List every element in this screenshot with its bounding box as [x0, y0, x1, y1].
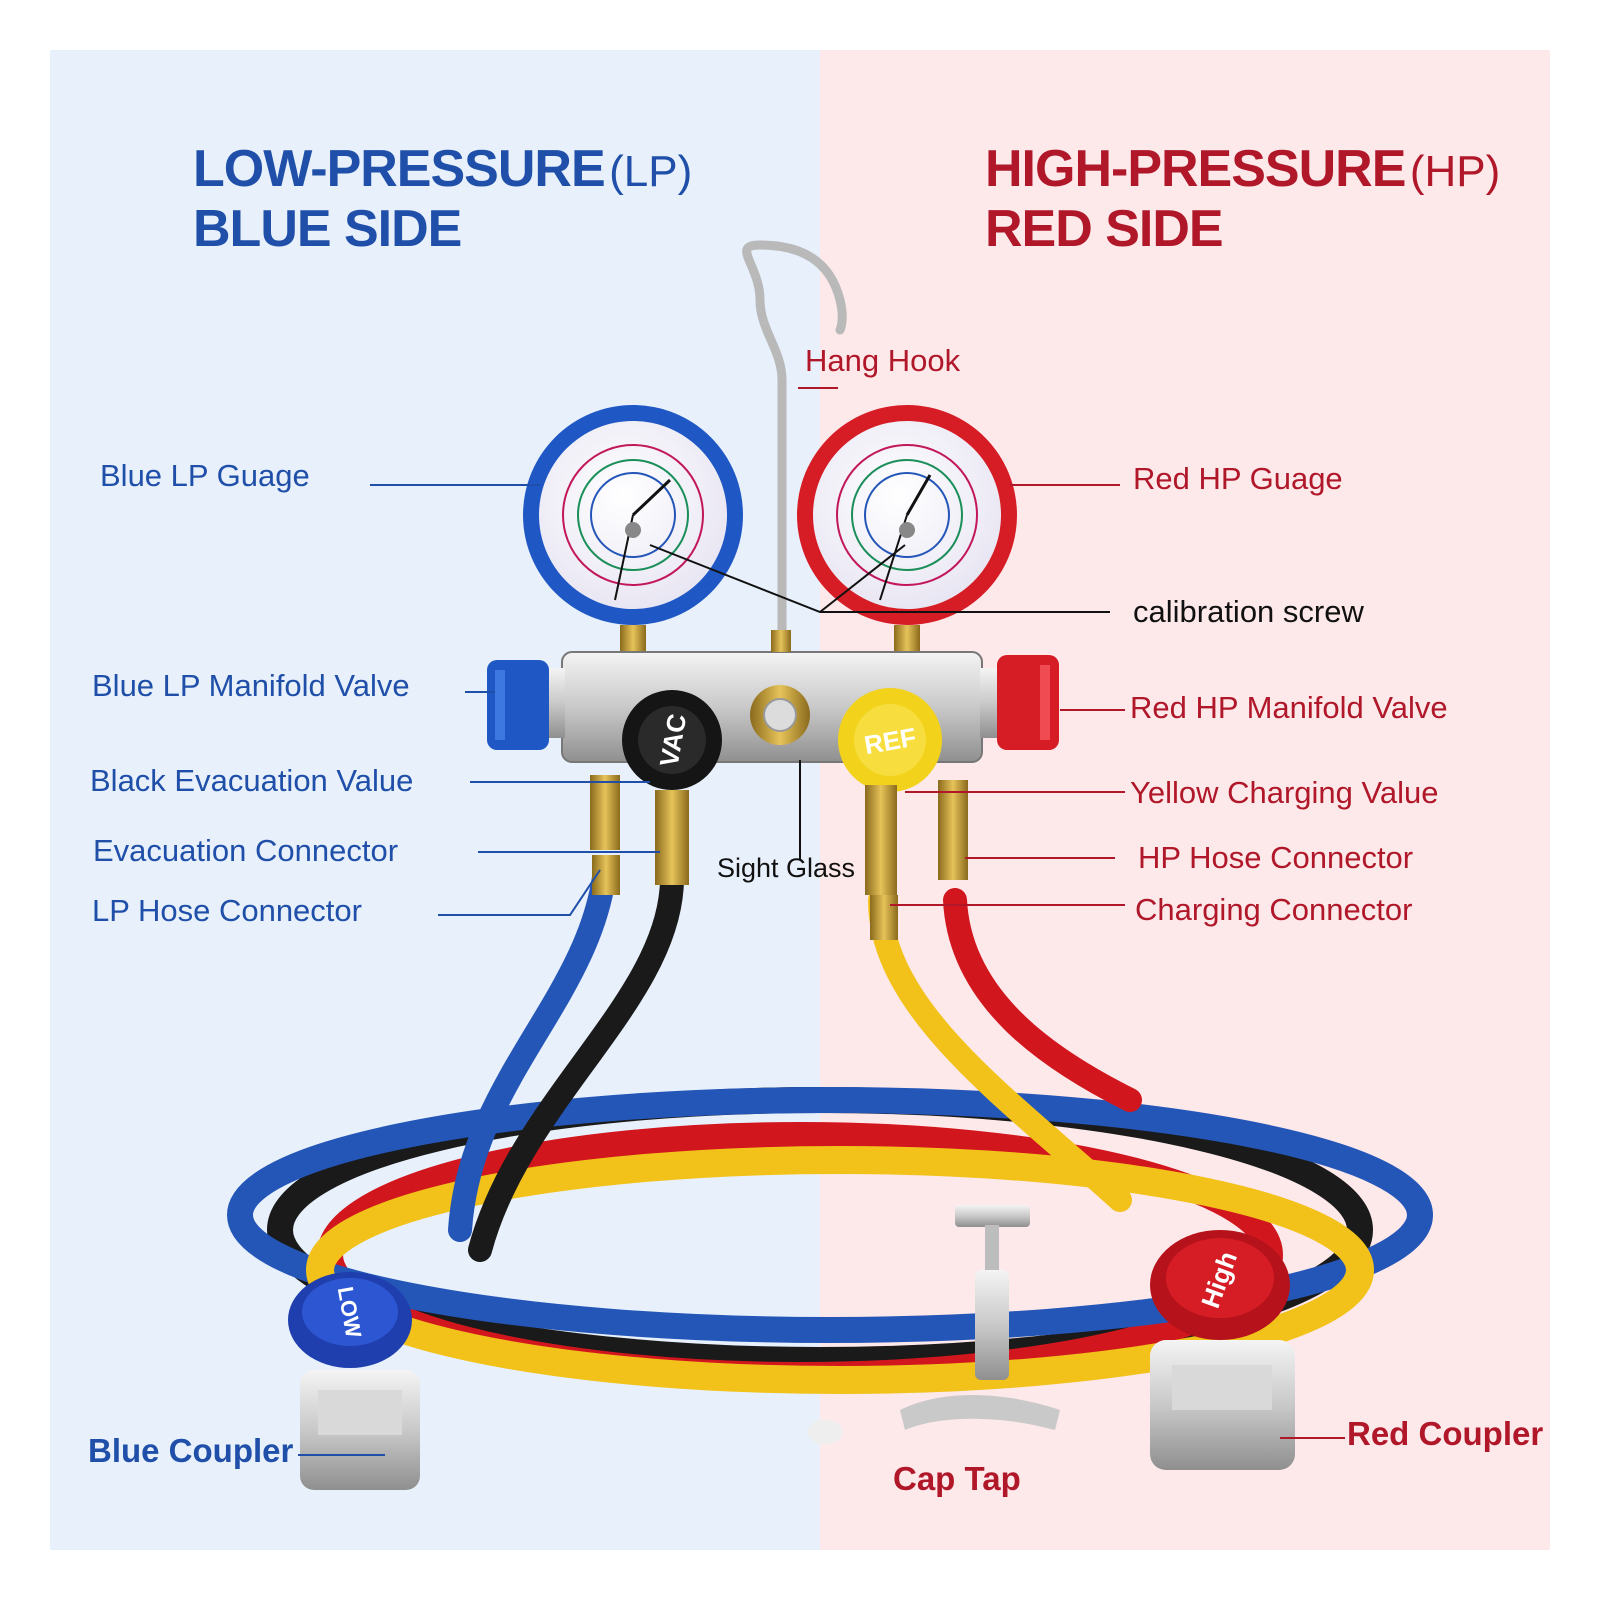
label-red-coupler: Red Coupler — [1347, 1415, 1544, 1452]
black-hose — [468, 868, 684, 1262]
blue-lp-gauge — [523, 405, 743, 653]
evacuation-port — [655, 790, 689, 885]
red-calibration-screw — [899, 522, 915, 538]
label-charging-connector: Charging Connector — [1135, 892, 1413, 927]
label-blue-coupler: Blue Coupler — [88, 1432, 294, 1469]
heading-low-pressure-title: LOW-PRESSURE — [193, 140, 606, 198]
heading-high-pressure-abbrev: (HP) — [1409, 147, 1501, 196]
label-yellow-charging-value: Yellow Charging Value — [1130, 775, 1439, 810]
heading-high-pressure: HIGH-PRESSURE (HP) RED SIDE — [985, 140, 1500, 260]
red-hp-manifold-valve — [980, 655, 1059, 750]
label-evacuation-connector: Evacuation Connector — [93, 833, 399, 868]
blue-hose — [448, 858, 617, 1242]
label-black-evacuation-value: Black Evacuation Value — [90, 763, 414, 798]
red-gauge-needle — [905, 474, 932, 516]
label-hp-hose-connector: HP Hose Connector — [1138, 840, 1414, 875]
blue-gauge-needle — [631, 478, 672, 517]
label-blue-lp-manifold-valve: Blue LP Manifold Valve — [92, 668, 410, 703]
blue-calibration-screw — [625, 522, 641, 538]
charging-port — [865, 785, 897, 895]
lp-port — [590, 775, 620, 850]
leader-lines — [298, 387, 1345, 1456]
yellow-hose-loop — [306, 1146, 1374, 1394]
leader-lp-hose-connector — [438, 869, 601, 916]
red-hp-gauge — [797, 405, 1017, 653]
label-red-hp-manifold-valve: Red HP Manifold Valve — [1130, 690, 1448, 725]
heading-red-side: RED SIDE — [985, 199, 1224, 258]
hose-loops — [227, 1087, 1433, 1394]
label-blue-lp-gauge: Blue LP Guage — [100, 458, 310, 493]
brass-connectors — [590, 775, 968, 940]
cap-tap — [807, 1205, 1060, 1444]
label-cap-tap: Cap Tap — [893, 1460, 1021, 1497]
label-calibration-screw: calibration screw — [1133, 594, 1364, 629]
blue-coupler: LOW — [288, 1272, 420, 1490]
hp-port — [938, 780, 968, 880]
yellow-hose — [868, 888, 1132, 1212]
label-red-hp-gauge: Red HP Guage — [1133, 461, 1343, 496]
red-hose — [943, 888, 1142, 1112]
hang-hook — [742, 240, 847, 655]
yellow-charging-knob: REF — [838, 688, 942, 792]
label-lp-hose-connector: LP Hose Connector — [92, 893, 362, 928]
heading-high-pressure-title: HIGH-PRESSURE — [985, 140, 1406, 198]
black-evacuation-knob: VAC — [622, 690, 722, 790]
heading-low-pressure-abbrev: (LP) — [609, 147, 693, 196]
label-hang-hook: Hang Hook — [805, 343, 961, 378]
blue-lp-manifold-valve — [487, 660, 565, 750]
leader-calibration-screw — [649, 544, 1110, 613]
charging-hose-fitting — [870, 895, 898, 940]
hoses — [448, 858, 1142, 1262]
blue-hose-loop — [227, 1087, 1433, 1343]
label-sight-glass: Sight Glass — [717, 853, 856, 883]
red-coupler: High — [1150, 1230, 1295, 1470]
heading-low-pressure: LOW-PRESSURE (LP) BLUE SIDE — [193, 140, 692, 260]
heading-blue-side: BLUE SIDE — [193, 199, 462, 258]
